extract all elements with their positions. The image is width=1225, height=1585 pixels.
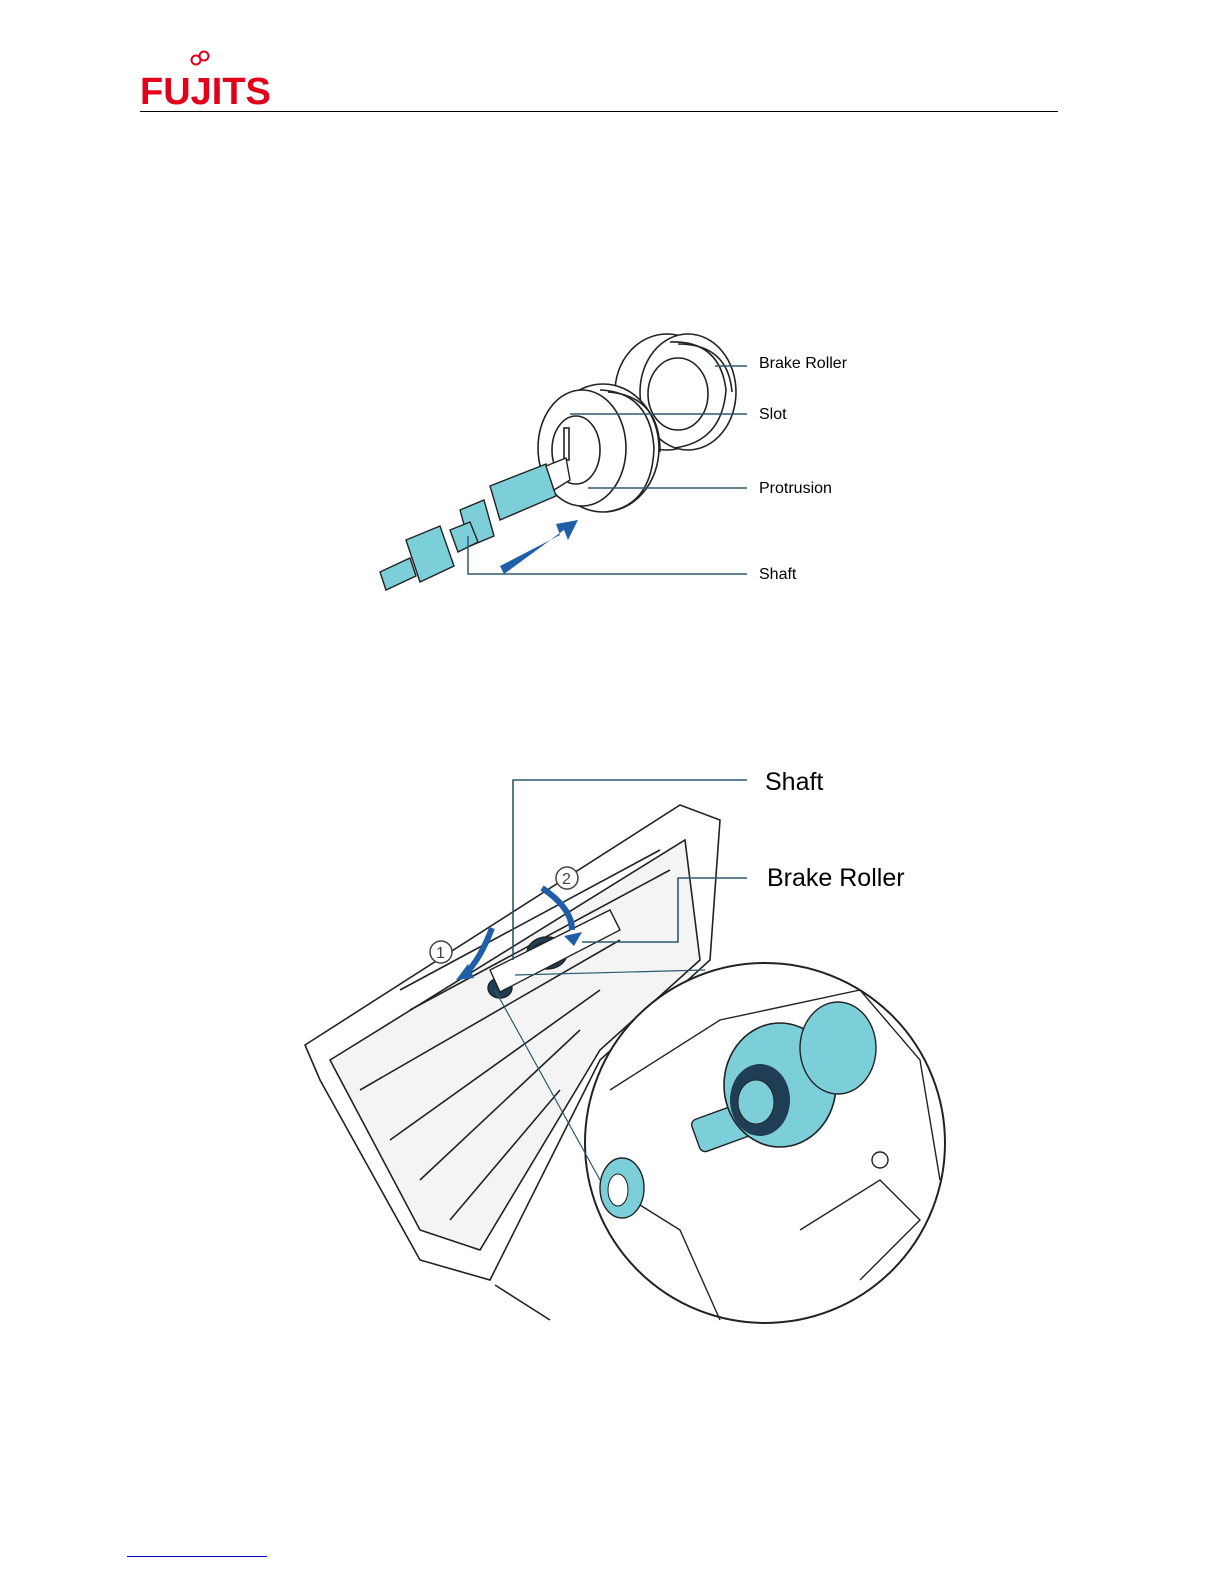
insert-arrow-icon — [500, 520, 578, 574]
step-1-marker: 1 — [430, 941, 452, 963]
fujitsu-logo: FUJITSU — [140, 48, 270, 112]
shaft-callout: Shaft — [759, 566, 796, 584]
slot-roller-part — [538, 384, 660, 512]
svg-text:2: 2 — [562, 871, 571, 888]
footer-link-underline — [127, 1556, 267, 1557]
shaft-callout-large: Shaft — [765, 768, 823, 797]
magnified-inset — [585, 963, 945, 1323]
protrusion-callout: Protrusion — [759, 480, 832, 498]
logo-text: FUJITSU — [140, 71, 270, 112]
shaft-part — [380, 458, 570, 590]
brake-roller-callout: Brake Roller — [759, 355, 847, 373]
scanner-interior-figure: 1 2 — [300, 760, 950, 1330]
svg-text:1: 1 — [436, 945, 445, 962]
brake-roller-callout-large: Brake Roller — [767, 864, 905, 893]
header-rule — [140, 111, 1058, 112]
slot-callout: Slot — [759, 406, 787, 424]
step-2-marker: 2 — [556, 867, 578, 889]
